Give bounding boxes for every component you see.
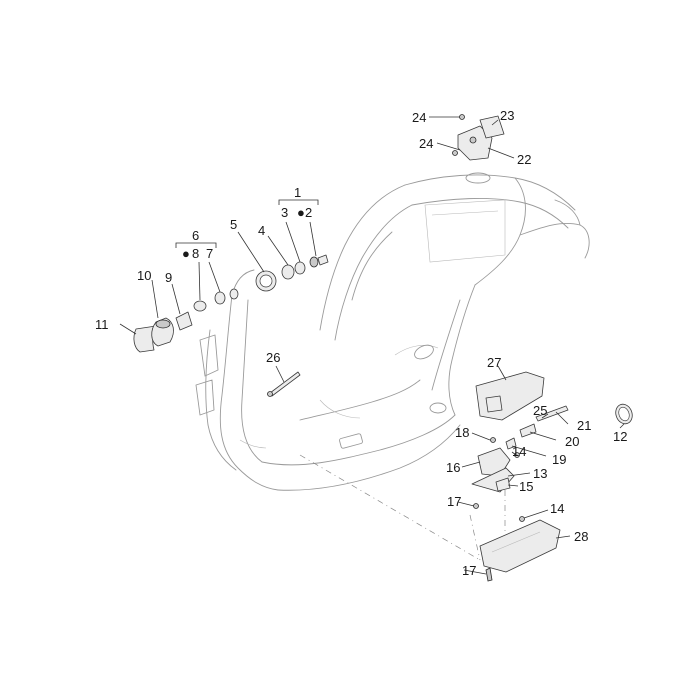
label-part-26: 26 [266, 350, 280, 365]
label-part-3: 3 [281, 205, 288, 220]
part-24-screws [452, 114, 465, 156]
label-part-24-lower: 24 [419, 136, 433, 151]
part-22-latch-bracket [457, 125, 493, 161]
label-part-12: 12 [613, 429, 627, 444]
label-part-9: 9 [165, 270, 172, 285]
kit-bracket-1 [278, 199, 319, 205]
label-part-25: 25 [533, 403, 547, 418]
label-part-28: 28 [574, 529, 588, 544]
label-part-1: 1 [294, 185, 301, 200]
label-part-27: 27 [487, 355, 501, 370]
kit-marker-3: ● [297, 205, 305, 220]
part-9-bezel [175, 311, 193, 331]
part-23-plate [479, 115, 505, 139]
label-part-2: 2 [305, 205, 312, 220]
label-part-13: 13 [533, 466, 547, 481]
part-8-nut [193, 300, 207, 312]
label-part-6: 6 [192, 228, 199, 243]
label-part-7: 7 [206, 246, 213, 261]
label-part-14-upper: 14 [512, 444, 526, 459]
part-15-clip [495, 477, 511, 492]
label-part-20: 20 [565, 434, 579, 449]
part-4-lock-cylinder [281, 254, 329, 280]
part-27-cover [475, 371, 545, 421]
label-part-14-lower: 14 [550, 501, 564, 516]
part-20-spring [519, 423, 537, 438]
scooter-frame [195, 172, 590, 561]
part-14-screws [514, 452, 525, 522]
label-part-5: 5 [230, 217, 237, 232]
label-part-15: 15 [519, 479, 533, 494]
part-7-ring [214, 288, 239, 305]
part-21-cable [535, 405, 569, 422]
part-number-labels: 1 2 3 4 5 6 7 8 9 10 11 12 13 14 14 15 1… [95, 108, 627, 578]
label-part-24-upper: 24 [412, 110, 426, 125]
label-part-8: 8 [192, 246, 199, 261]
label-part-4: 4 [258, 223, 265, 238]
part-5-large-ring [255, 270, 277, 292]
part-18-screw [490, 437, 496, 443]
part-28-tray [479, 519, 561, 573]
part-12-gasket [615, 403, 633, 425]
kit-bracket-6 [175, 242, 217, 248]
part-26-rod [267, 371, 301, 397]
label-part-10: 10 [137, 268, 151, 283]
label-part-11: 11 [95, 317, 109, 332]
label-part-16: 16 [446, 460, 460, 475]
label-part-19: 19 [552, 452, 566, 467]
part-16-latch-body [477, 447, 511, 477]
kit-marker-8: ● [182, 246, 190, 261]
label-part-18: 18 [455, 425, 469, 440]
label-part-17-upper: 17 [447, 494, 461, 509]
part-10-switch-body [151, 317, 174, 347]
label-part-22: 22 [517, 152, 531, 167]
label-part-17-lower: 17 [462, 563, 476, 578]
label-part-21: 21 [577, 418, 591, 433]
leader-lines [119, 116, 625, 575]
label-part-23: 23 [500, 108, 514, 123]
part-17-screws [473, 503, 493, 582]
